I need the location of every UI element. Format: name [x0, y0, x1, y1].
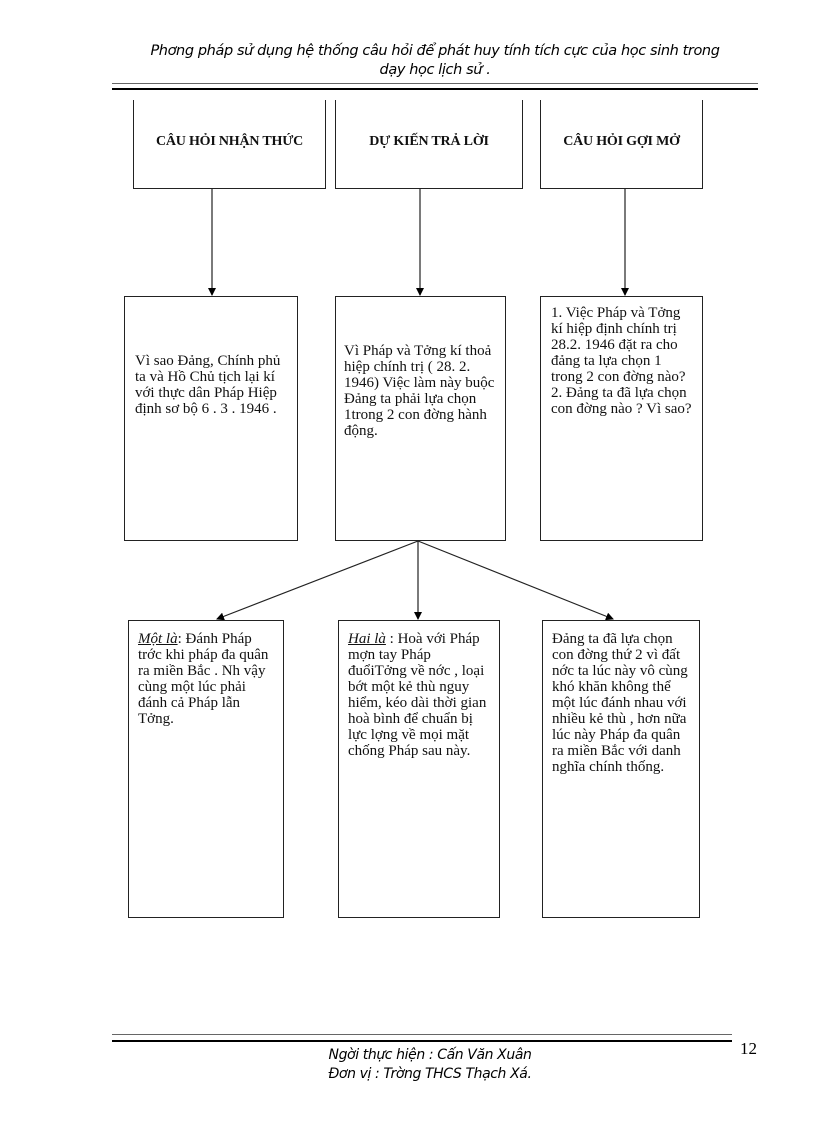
header-box-expected-answer: DỰ KIẾN TRẢ LỜI — [335, 100, 523, 189]
header-box-guiding-question: CÂU HỎI GỢI MỞ — [540, 100, 703, 189]
page-number: 12 — [740, 1039, 757, 1058]
header-rule-thick — [112, 88, 758, 90]
option-one-body: : Đánh Pháp trớc khi pháp đa quân ra miề… — [138, 631, 269, 727]
guiding-question-text: 1. Việc Pháp và Tởng kí hiệp định chính … — [551, 305, 692, 417]
header-rule-thin — [112, 83, 758, 84]
footer-rule-thick — [112, 1040, 732, 1042]
page-header: Phơng pháp sử dụng hệ thống câu hỏi để p… — [110, 42, 760, 80]
footer-unit: Đơn vị : Trờng THCS Thạch Xá. — [328, 1066, 532, 1082]
question-box: Vì sao Đảng, Chính phủ ta và Hồ Chủ tịch… — [124, 296, 298, 541]
option-two-box: Hai là : Hoà với Pháp mợn tay Pháp đuổiT… — [338, 620, 500, 918]
option-two-lead: Hai là — [348, 631, 386, 647]
question-text: Vì sao Đảng, Chính phủ ta và Hồ Chủ tịch… — [135, 353, 281, 417]
header-box-label: CÂU HỎI GỢI MỞ — [563, 134, 680, 149]
conclusion-box: Đảng ta đã lựa chọn con đờng thứ 2 vì đấ… — [542, 620, 700, 918]
header-box-cognitive-question: CÂU HỎI NHẬN THỨC — [133, 100, 326, 189]
header-box-label: CÂU HỎI NHẬN THỨC — [155, 134, 304, 149]
option-one-box: Một là: Đánh Pháp trớc khi pháp đa quân … — [128, 620, 284, 918]
page-footer: Ngời thực hiện : Cấn Văn Xuân Đơn vị : T… — [230, 1046, 630, 1084]
option-one-lead: Một là — [138, 631, 178, 647]
header-box-label: DỰ KIẾN TRẢ LỜI — [369, 134, 489, 149]
guiding-question-box: 1. Việc Pháp và Tởng kí hiệp định chính … — [540, 296, 703, 541]
conclusion-text: Đảng ta đã lựa chọn con đờng thứ 2 vì đấ… — [552, 631, 688, 775]
header-title-line2: dạy học lịch sử . — [379, 62, 491, 78]
answer-text: Vì Pháp và Tởng kí thoả hiệp chính trị (… — [344, 343, 495, 439]
footer-author: Ngời thực hiện : Cấn Văn Xuân — [328, 1047, 532, 1063]
option-two-body: : Hoà với Pháp mợn tay Pháp đuổiTởng về … — [348, 631, 487, 759]
footer-rule-thin — [112, 1034, 732, 1035]
answer-box: Vì Pháp và Tởng kí thoả hiệp chính trị (… — [335, 296, 506, 541]
option-one-text: Một là: Đánh Pháp trớc khi pháp đa quân … — [138, 631, 277, 727]
header-title-line1: Phơng pháp sử dụng hệ thống câu hỏi để p… — [150, 43, 720, 59]
option-two-text: Hai là : Hoà với Pháp mợn tay Pháp đuổiT… — [348, 631, 493, 759]
